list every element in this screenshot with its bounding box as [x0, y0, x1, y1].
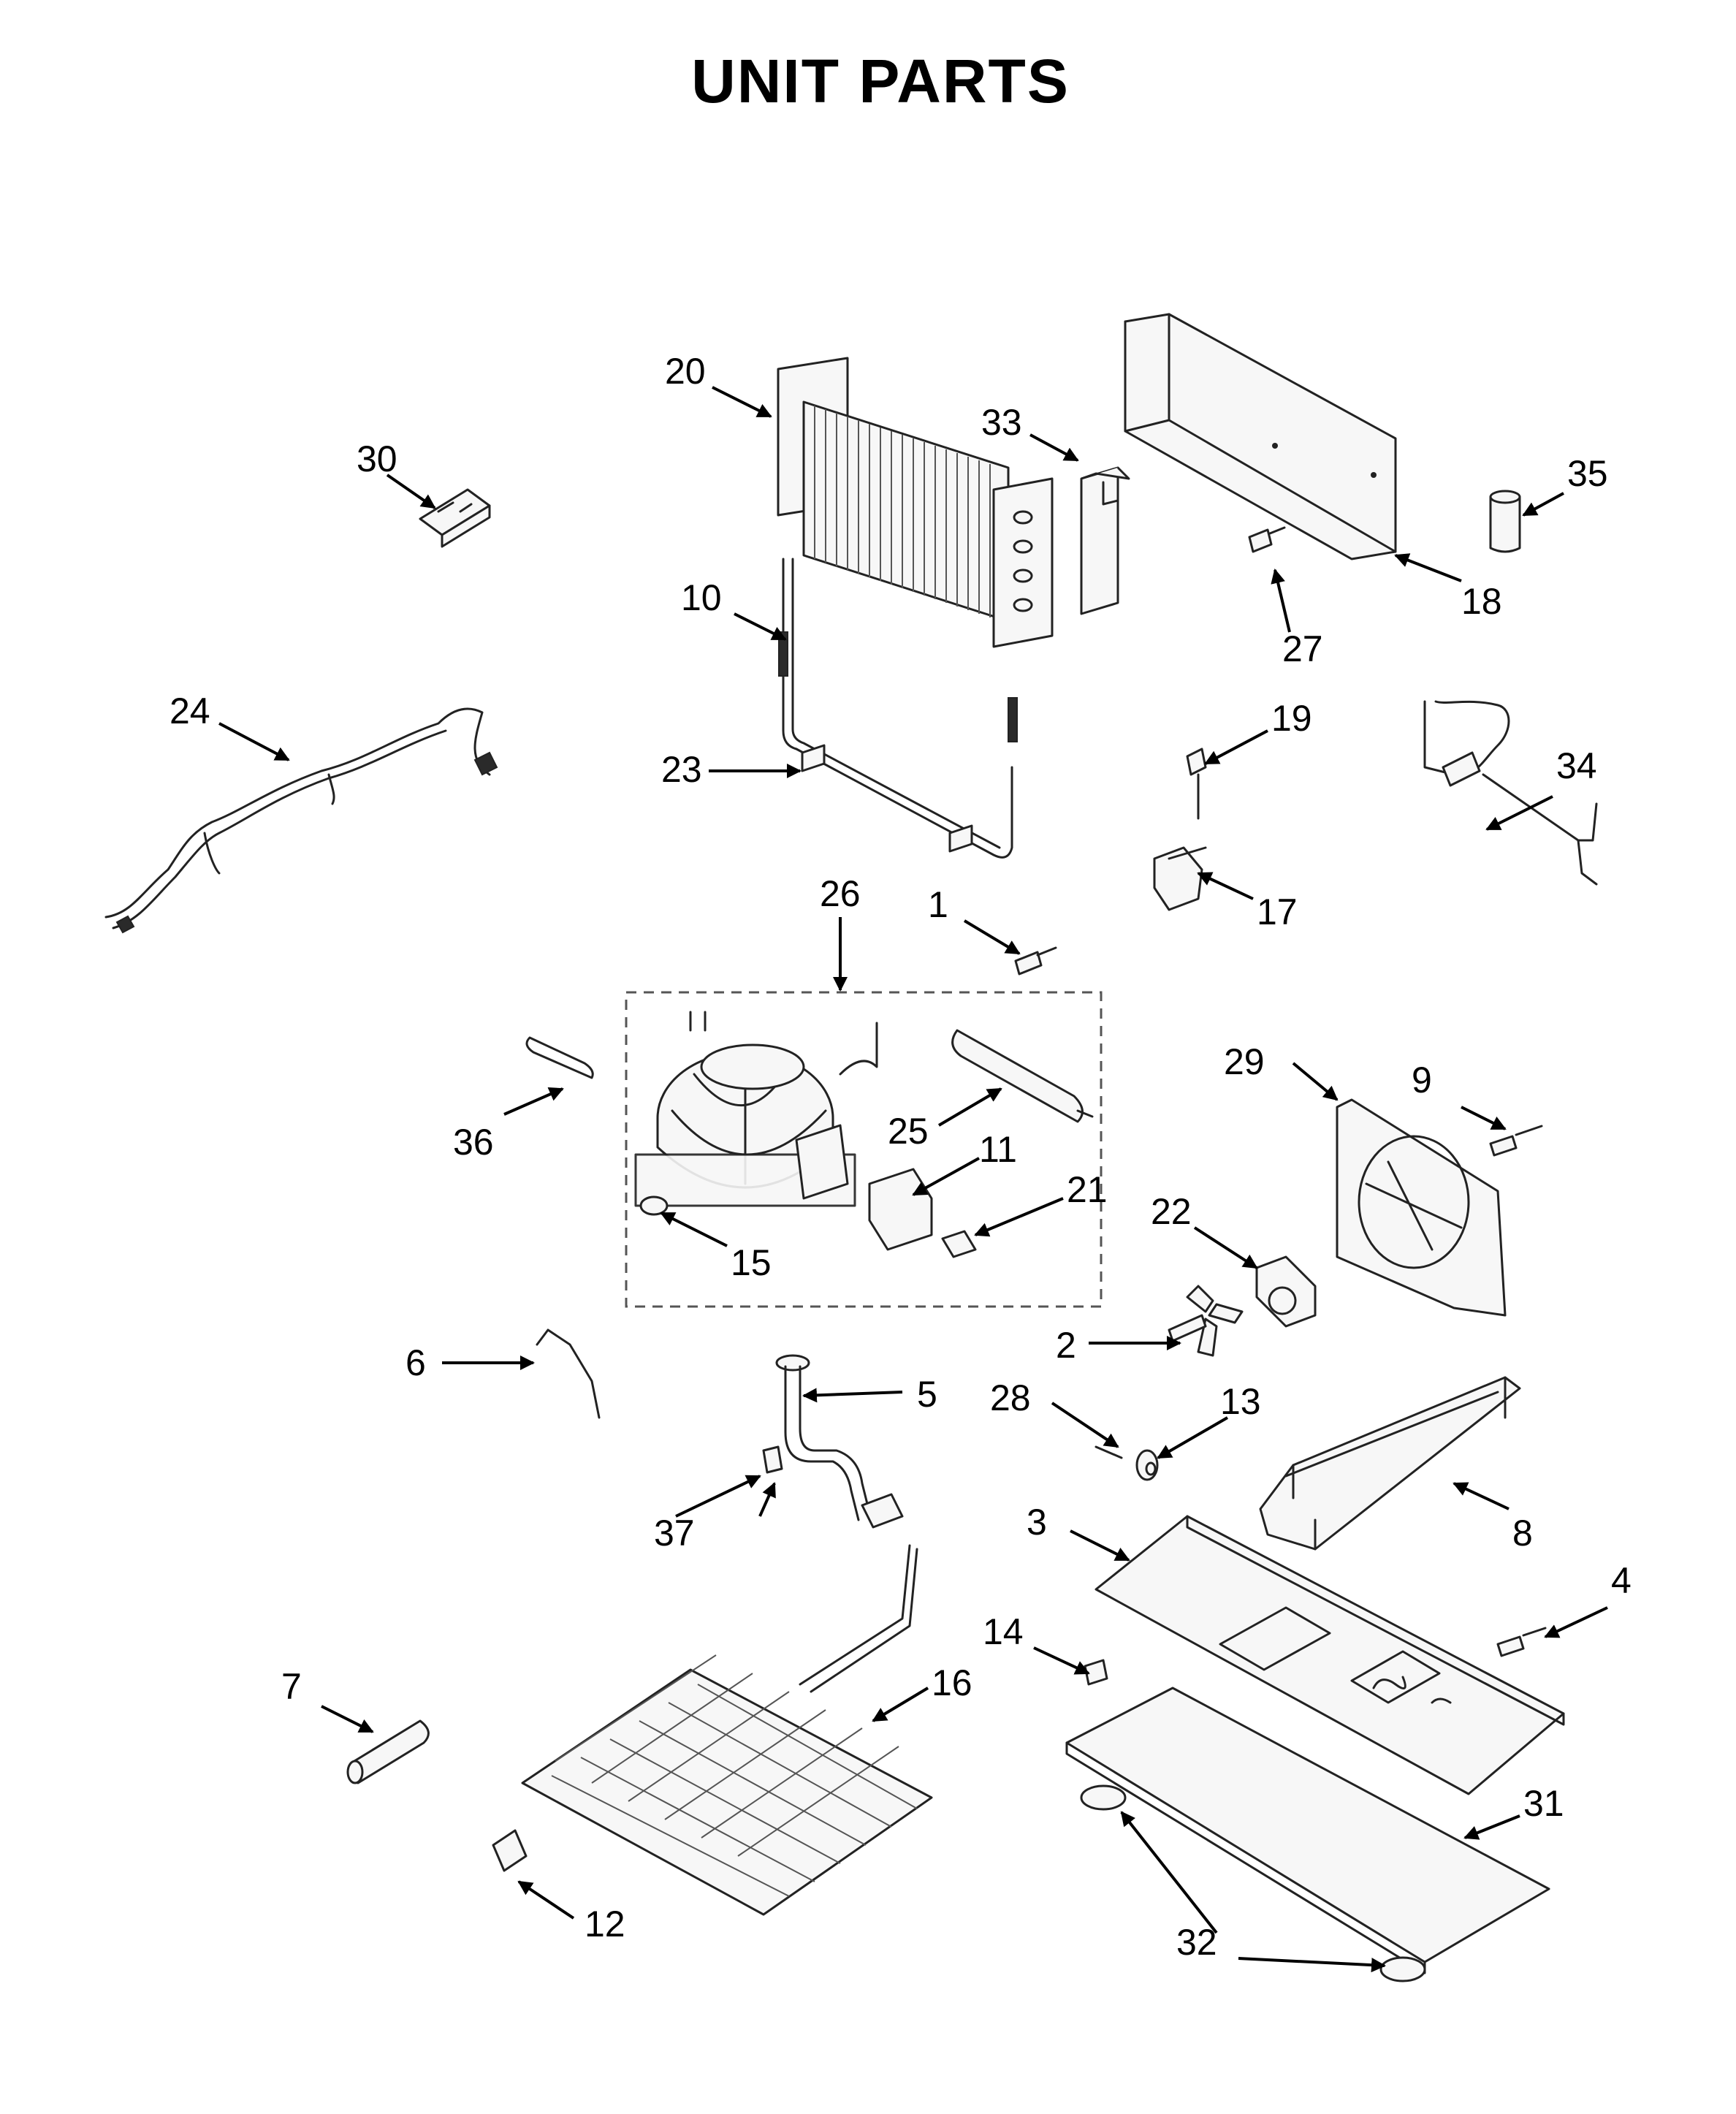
callout-29: 29: [1224, 1041, 1265, 1082]
callout-17: 17: [1257, 891, 1298, 932]
part-3-base-plate: [1094, 1515, 1565, 1795]
callout-34: 34: [1556, 745, 1597, 786]
callout-14: 14: [983, 1611, 1024, 1652]
callout-37: 37: [654, 1513, 695, 1554]
part-18-cover-panel: [1124, 313, 1397, 560]
callout-19: 19: [1271, 698, 1312, 739]
part-32-feet: [1080, 1784, 1426, 1982]
part-19-screw: [1186, 748, 1207, 820]
part-4-bolt: [1496, 1627, 1547, 1657]
part-7-foam-tube: [346, 1719, 430, 1784]
part-6-wire-clip: [536, 1328, 601, 1419]
part-34-drier-tube: [1423, 700, 1598, 886]
part-5-drain-tube: [775, 1354, 904, 1529]
part-23-defrost-heater: [778, 558, 1018, 859]
callout-12: 12: [585, 1904, 625, 1944]
callout-33: 33: [981, 402, 1022, 443]
callout-3: 3: [1027, 1502, 1047, 1543]
part-13-grommet: [1135, 1449, 1159, 1481]
part-24-wire-harness: [104, 707, 498, 934]
part-22-fan-motor: [1255, 1255, 1317, 1328]
callout-22: 22: [1151, 1191, 1192, 1232]
callout-labels: 30 20 33 35 27 18 10 24 23 19 34 17 26 1…: [170, 351, 1632, 1963]
callout-28: 28: [990, 1377, 1031, 1418]
callout-25: 25: [888, 1111, 929, 1152]
callout-23: 23: [661, 749, 702, 790]
callout-11: 11: [979, 1129, 1017, 1170]
callout-32: 32: [1176, 1922, 1217, 1963]
compressor-assembly-box: [625, 991, 1103, 1308]
part-9-screw: [1489, 1125, 1543, 1157]
part-1-bolt: [1014, 946, 1057, 976]
callout-5: 5: [917, 1374, 937, 1415]
callout-27: 27: [1282, 628, 1323, 669]
part-29-fan-shroud: [1336, 1098, 1507, 1317]
callout-16: 16: [932, 1662, 972, 1703]
part-16-condenser: [521, 1544, 933, 1916]
part-15-grommet: [639, 1195, 669, 1216]
part-8-drain-pan: [1259, 1376, 1521, 1551]
callout-35: 35: [1567, 453, 1608, 494]
part-20-evaporator-coil: [777, 357, 1054, 648]
callout-20: 20: [665, 351, 706, 392]
callout-6: 6: [406, 1342, 426, 1383]
part-30-control-board: [419, 488, 491, 548]
part-14-screw: [1084, 1659, 1108, 1686]
part-17-bracket: [1153, 846, 1207, 911]
part-36-clip: [525, 1036, 594, 1079]
callout-8: 8: [1512, 1513, 1533, 1554]
callout-15: 15: [731, 1242, 772, 1283]
part-26-compressor: [634, 1011, 878, 1207]
part-25-drier: [951, 1029, 1094, 1123]
callout-9: 9: [1412, 1060, 1432, 1100]
part-2-fan-blade: [1168, 1285, 1244, 1357]
callout-24: 24: [170, 691, 210, 731]
part-12-clip: [492, 1829, 528, 1872]
callout-21: 21: [1067, 1169, 1108, 1210]
part-11-relay: [868, 1168, 933, 1251]
part-28-pin: [1094, 1445, 1123, 1459]
part-21-overload: [941, 1230, 977, 1258]
callout-18: 18: [1461, 581, 1502, 622]
part-33-foam-block: [1080, 466, 1130, 615]
callout-26: 26: [820, 873, 861, 914]
leader-lines: [218, 386, 1608, 1973]
part-27-screw: [1248, 526, 1286, 553]
callout-4: 4: [1611, 1560, 1632, 1601]
callout-31: 31: [1523, 1783, 1564, 1824]
callout-7: 7: [281, 1666, 302, 1707]
callout-30: 30: [357, 438, 397, 479]
callout-1: 1: [928, 884, 948, 925]
callout-2: 2: [1056, 1325, 1076, 1366]
callout-13: 13: [1220, 1381, 1261, 1422]
part-35-bushing: [1489, 490, 1521, 553]
callout-10: 10: [681, 577, 722, 618]
part-37-screw: [762, 1445, 783, 1474]
callout-36: 36: [453, 1122, 494, 1163]
page-title: UNIT PARTS: [691, 47, 1070, 115]
